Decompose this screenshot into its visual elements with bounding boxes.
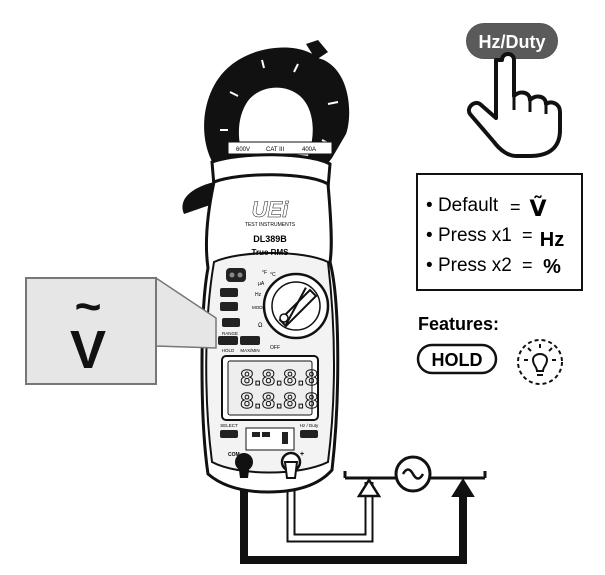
plus-port-label: +: [300, 451, 304, 458]
side-button-2[interactable]: [220, 302, 238, 311]
dial-label-hz: Hz: [255, 292, 262, 298]
model-subtitle: True RMS: [252, 248, 290, 257]
select-button-label: SELECT: [220, 423, 238, 428]
info-box: • Default = Ṽ • Press x1 = Hz • Press x2…: [416, 173, 583, 291]
maxmin-button[interactable]: [240, 336, 260, 345]
info-line-press1: • Press x1: [426, 225, 512, 246]
zoom-v-symbol: V: [70, 320, 106, 380]
rating-cat: CAT III: [266, 147, 284, 153]
rating-amps: 400A: [302, 147, 316, 153]
info-line-press2: • Press x2: [426, 255, 512, 276]
meter-body: UEi TEST INSTRUMENTS DL389B True RMS RAN…: [200, 153, 340, 494]
maxmin-button-label: MAX/MIN: [240, 348, 259, 353]
hz-duty-button-label: Hz/Duty: [479, 32, 546, 52]
info-line-default: • Default: [426, 195, 499, 216]
range-label: RANGE: [222, 331, 238, 336]
info-equals-3: =: [522, 255, 533, 275]
select-button[interactable]: [220, 430, 238, 438]
hz-duty-callout: Hz/Duty: [464, 21, 562, 158]
dial-label-off: OFF: [270, 345, 280, 351]
info-equals-1: =: [510, 197, 521, 217]
side-button-1[interactable]: [220, 288, 238, 297]
rating-volts: 600V: [236, 147, 250, 153]
hold-button-label: HOLD: [222, 348, 235, 353]
dial-label-ua: µA: [258, 281, 265, 287]
hold-button[interactable]: [218, 336, 238, 345]
com-port-label: COM: [228, 452, 240, 458]
zoom-callout: ~ V: [25, 276, 217, 385]
hz-duty-meter-label: Hz / Duty: [300, 423, 319, 428]
model-number: DL389B: [253, 234, 287, 244]
plus-probe-arrow-icon: [356, 477, 382, 498]
ncv-sensor: [226, 268, 246, 282]
zoom-box: [25, 277, 157, 385]
backlight-bulb-icon: [517, 339, 563, 385]
clamp-jaw: 600V CAT III 400A: [182, 40, 350, 214]
dial-label-ohm: Ω: [258, 323, 263, 329]
dial-label-c: °C: [270, 272, 276, 278]
circuit: [240, 455, 487, 564]
zoom-tilde-symbol: ~: [75, 280, 102, 332]
hold-feature-badge: [416, 343, 498, 375]
dial-label-mode: MODE: [252, 305, 266, 310]
features-title: Features:: [418, 314, 499, 334]
features-section: Features: HOLD: [416, 314, 563, 385]
brand-logo: UEi: [252, 197, 290, 222]
info-equals-2: =: [522, 225, 533, 245]
com-test-lead: [240, 462, 467, 564]
range-button[interactable]: [222, 318, 240, 327]
info-value-press1: Hz: [540, 229, 564, 251]
plus-test-lead: [288, 465, 372, 541]
lcd-primary-reading: 8.8.8.8: [240, 366, 318, 390]
rotary-dial[interactable]: [262, 272, 330, 340]
brand-subtitle: TEST INSTRUMENTS: [245, 222, 296, 228]
jaw-trigger: [182, 182, 214, 214]
hz-duty-meter-button[interactable]: [300, 430, 318, 438]
lcd-secondary-reading: 8.8.8.8: [240, 389, 318, 413]
info-value-default: Ṽ: [529, 196, 546, 222]
info-value-press2: %: [543, 256, 561, 278]
com-probe-arrow-icon: [451, 478, 475, 497]
dial-label-f: °F: [262, 270, 267, 276]
hold-feature-label: HOLD: [432, 350, 483, 370]
